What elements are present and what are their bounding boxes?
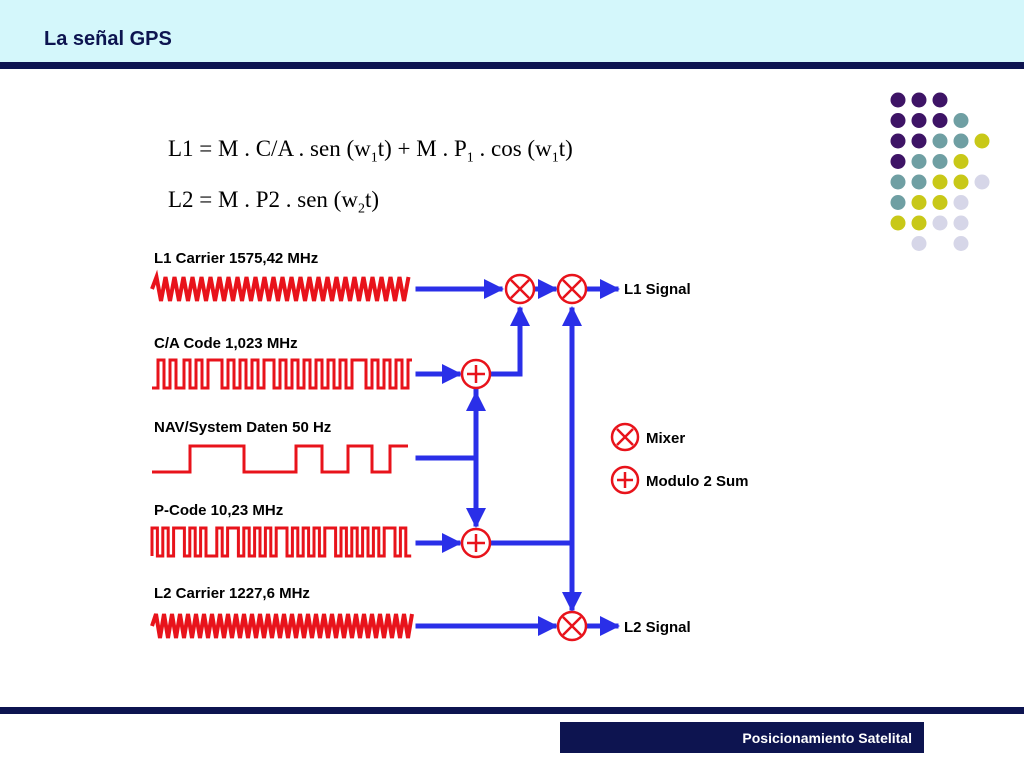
decorative-dot xyxy=(932,174,948,190)
decorative-dot xyxy=(911,92,927,108)
legend-mixer-label: Mixer xyxy=(646,430,685,447)
legend-sum-icon xyxy=(610,465,640,495)
equation-l2: L2 = M . P2 . sen (w2t) xyxy=(168,187,379,218)
decorative-dot xyxy=(911,113,927,128)
decorative-dot-grid xyxy=(890,92,990,251)
decorative-dot xyxy=(932,215,948,231)
label-l1-signal: L1 Signal xyxy=(624,281,691,298)
decorative-dot xyxy=(953,113,969,128)
eq-l1-sub: 1 xyxy=(370,150,378,166)
label-l1-carrier: L1 Carrier 1575,42 MHz xyxy=(154,250,318,267)
eq-l1-sub: 1 xyxy=(466,150,474,166)
legend-mixer-icon xyxy=(610,422,640,452)
decorative-dot xyxy=(953,133,969,149)
decorative-dot xyxy=(890,154,906,169)
slide-header: La señal GPS xyxy=(0,0,1024,62)
mixer-l1-a xyxy=(504,273,536,305)
decorative-dot xyxy=(953,154,969,169)
decorative-dot xyxy=(911,215,927,231)
decorative-dot xyxy=(953,236,969,251)
eq-l1-part: t) + M . P xyxy=(377,136,467,161)
footer-bar: Posicionamiento Satelital xyxy=(560,722,924,753)
eq-l1-part: t) xyxy=(558,136,573,161)
decorative-dot xyxy=(932,154,948,169)
decorative-dot xyxy=(953,174,969,190)
label-l2-signal: L2 Signal xyxy=(624,619,691,636)
eq-l1-part: . cos (w xyxy=(473,136,552,161)
decorative-dot xyxy=(974,133,990,149)
legend: Mixer Modulo 2 Sum xyxy=(610,422,749,495)
decorative-dot xyxy=(953,215,969,231)
decorative-dot xyxy=(890,113,906,128)
label-l2-carrier: L2 Carrier 1227,6 MHz xyxy=(154,585,310,602)
eq-l2-part: t) xyxy=(364,187,380,212)
mixer-l1-b xyxy=(556,273,588,305)
header-rule xyxy=(0,62,1024,69)
label-ca-code: C/A Code 1,023 MHz xyxy=(154,335,298,352)
decorative-dot xyxy=(890,133,906,149)
sum-p-nav xyxy=(460,527,492,559)
decorative-dot xyxy=(890,215,906,231)
gps-signal-diagram: L1 Carrier 1575,42 MHz C/A Code 1,023 MH… xyxy=(150,250,749,642)
label-nav-data: NAV/System Daten 50 Hz xyxy=(154,419,331,436)
eq-l2-part: L2 = M . P2 . sen (w xyxy=(168,187,358,212)
label-p-code: P-Code 10,23 MHz xyxy=(154,502,283,519)
casum-to-mixer1-arrow xyxy=(487,306,530,377)
p-code-wave xyxy=(150,526,412,558)
decorative-dot xyxy=(974,174,990,190)
eq-l1-sub: 1 xyxy=(551,150,559,166)
ca-code-wave xyxy=(152,358,412,390)
dot-grid xyxy=(890,92,990,251)
l2-carrier-wave xyxy=(150,613,414,639)
l1-carrier-wave xyxy=(150,269,411,302)
decorative-dot xyxy=(911,133,927,149)
decorative-dot xyxy=(890,92,906,108)
mixer-l2 xyxy=(556,610,588,642)
footer-rule xyxy=(0,707,1024,714)
sum-ca-nav xyxy=(460,358,492,390)
decorative-dot xyxy=(911,195,927,210)
decorative-dot xyxy=(890,174,906,190)
eq-l2-sub: 2 xyxy=(357,201,365,217)
decorative-dot xyxy=(911,154,927,169)
decorative-dot xyxy=(932,92,948,108)
decorative-dot xyxy=(932,113,948,128)
decorative-dot xyxy=(932,195,948,210)
decorative-dot xyxy=(932,133,948,149)
equation-l1: L1 = M . C/A . sen (w1t) + M . P1 . cos … xyxy=(168,136,573,167)
slide-title: La señal GPS xyxy=(44,28,172,50)
decorative-dot xyxy=(890,195,906,210)
decorative-dot xyxy=(911,174,927,190)
legend-sum-label: Modulo 2 Sum xyxy=(646,473,749,490)
decorative-dot xyxy=(953,195,969,210)
nav-data-wave xyxy=(152,444,408,474)
eq-l1-part: L1 = M . C/A . sen (w xyxy=(168,136,371,161)
decorative-dot xyxy=(911,236,927,251)
footer-text: Posicionamiento Satelital xyxy=(742,730,912,746)
